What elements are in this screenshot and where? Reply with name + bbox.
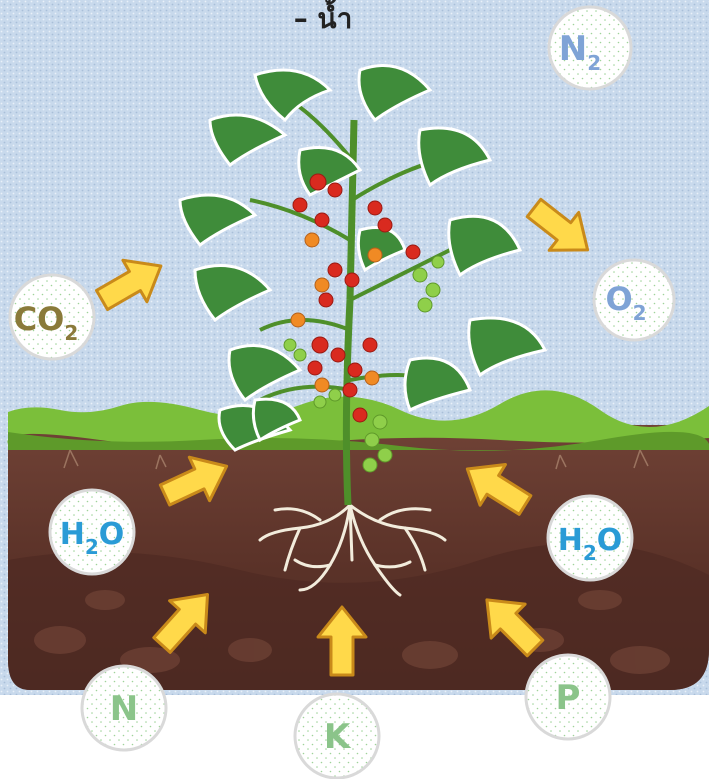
k-label: K bbox=[324, 717, 352, 757]
n-label: N bbox=[110, 689, 138, 729]
p-label: P bbox=[556, 678, 581, 718]
header-text: – น้ำ bbox=[294, 0, 353, 35]
